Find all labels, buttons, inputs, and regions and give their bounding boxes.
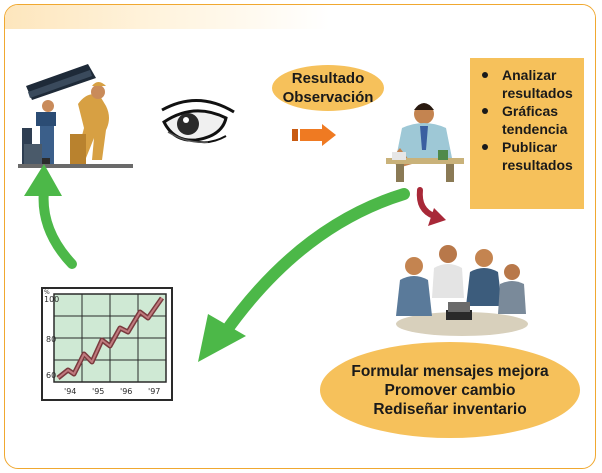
chart-x-tick: '96: [120, 387, 132, 396]
action-item: Gráficas tendencia: [480, 102, 580, 138]
chart-y-tick: 80: [46, 335, 56, 344]
bottom-label-line-1: Formular mensajes mejora: [351, 362, 549, 380]
red-curved-arrow-icon: [416, 187, 446, 226]
analyst-at-desk-icon: [386, 103, 464, 182]
actions-box: Analizar resultados Gráficas tendencia P…: [470, 58, 584, 209]
action-item-line-2: resultados: [502, 85, 573, 101]
bottom-label-line-3: Rediseñar inventario: [373, 400, 527, 418]
chart-y-tick: 100: [44, 295, 59, 304]
action-item-line-1: Analizar: [502, 67, 557, 83]
top-label-line-2: Observación: [282, 89, 374, 106]
chart-x-tick: '97: [148, 387, 160, 396]
action-item: Analizar resultados: [480, 66, 580, 102]
workers-lifting-beam-icon: [18, 64, 133, 168]
chart-unit-label: %: [44, 289, 50, 296]
bottom-label-line-2: Promover cambio: [384, 381, 516, 399]
improvement-actions-label: Formular mensajes mejora Promover cambio…: [320, 342, 580, 438]
eye-icon: [161, 99, 235, 144]
orange-arrow-icon: [292, 124, 336, 146]
chart-x-tick: '95: [92, 387, 104, 396]
meeting-group-icon: [396, 245, 528, 336]
diagram-frame: [4, 4, 596, 469]
trend-chart-icon: % 100 80 60 '94 '95 '96 '97: [41, 287, 173, 401]
green-curved-arrow-icon: [198, 188, 410, 362]
chart-x-tick: '94: [64, 387, 76, 396]
action-item: Publicar resultados: [480, 138, 580, 174]
top-label-line-1: Resultado: [291, 70, 365, 87]
action-item-line-2: resultados: [502, 157, 573, 173]
green-curved-arrow-icon: [24, 164, 77, 269]
header-band: [5, 5, 595, 29]
action-item-line-1: Gráficas: [502, 103, 559, 119]
chart-y-tick: 60: [46, 371, 56, 380]
result-observation-label: Resultado Observación: [272, 65, 384, 111]
actions-list: Analizar resultados Gráficas tendencia P…: [480, 66, 580, 174]
action-item-line-1: Publicar: [502, 139, 558, 155]
action-item-line-2: tendencia: [502, 121, 568, 137]
